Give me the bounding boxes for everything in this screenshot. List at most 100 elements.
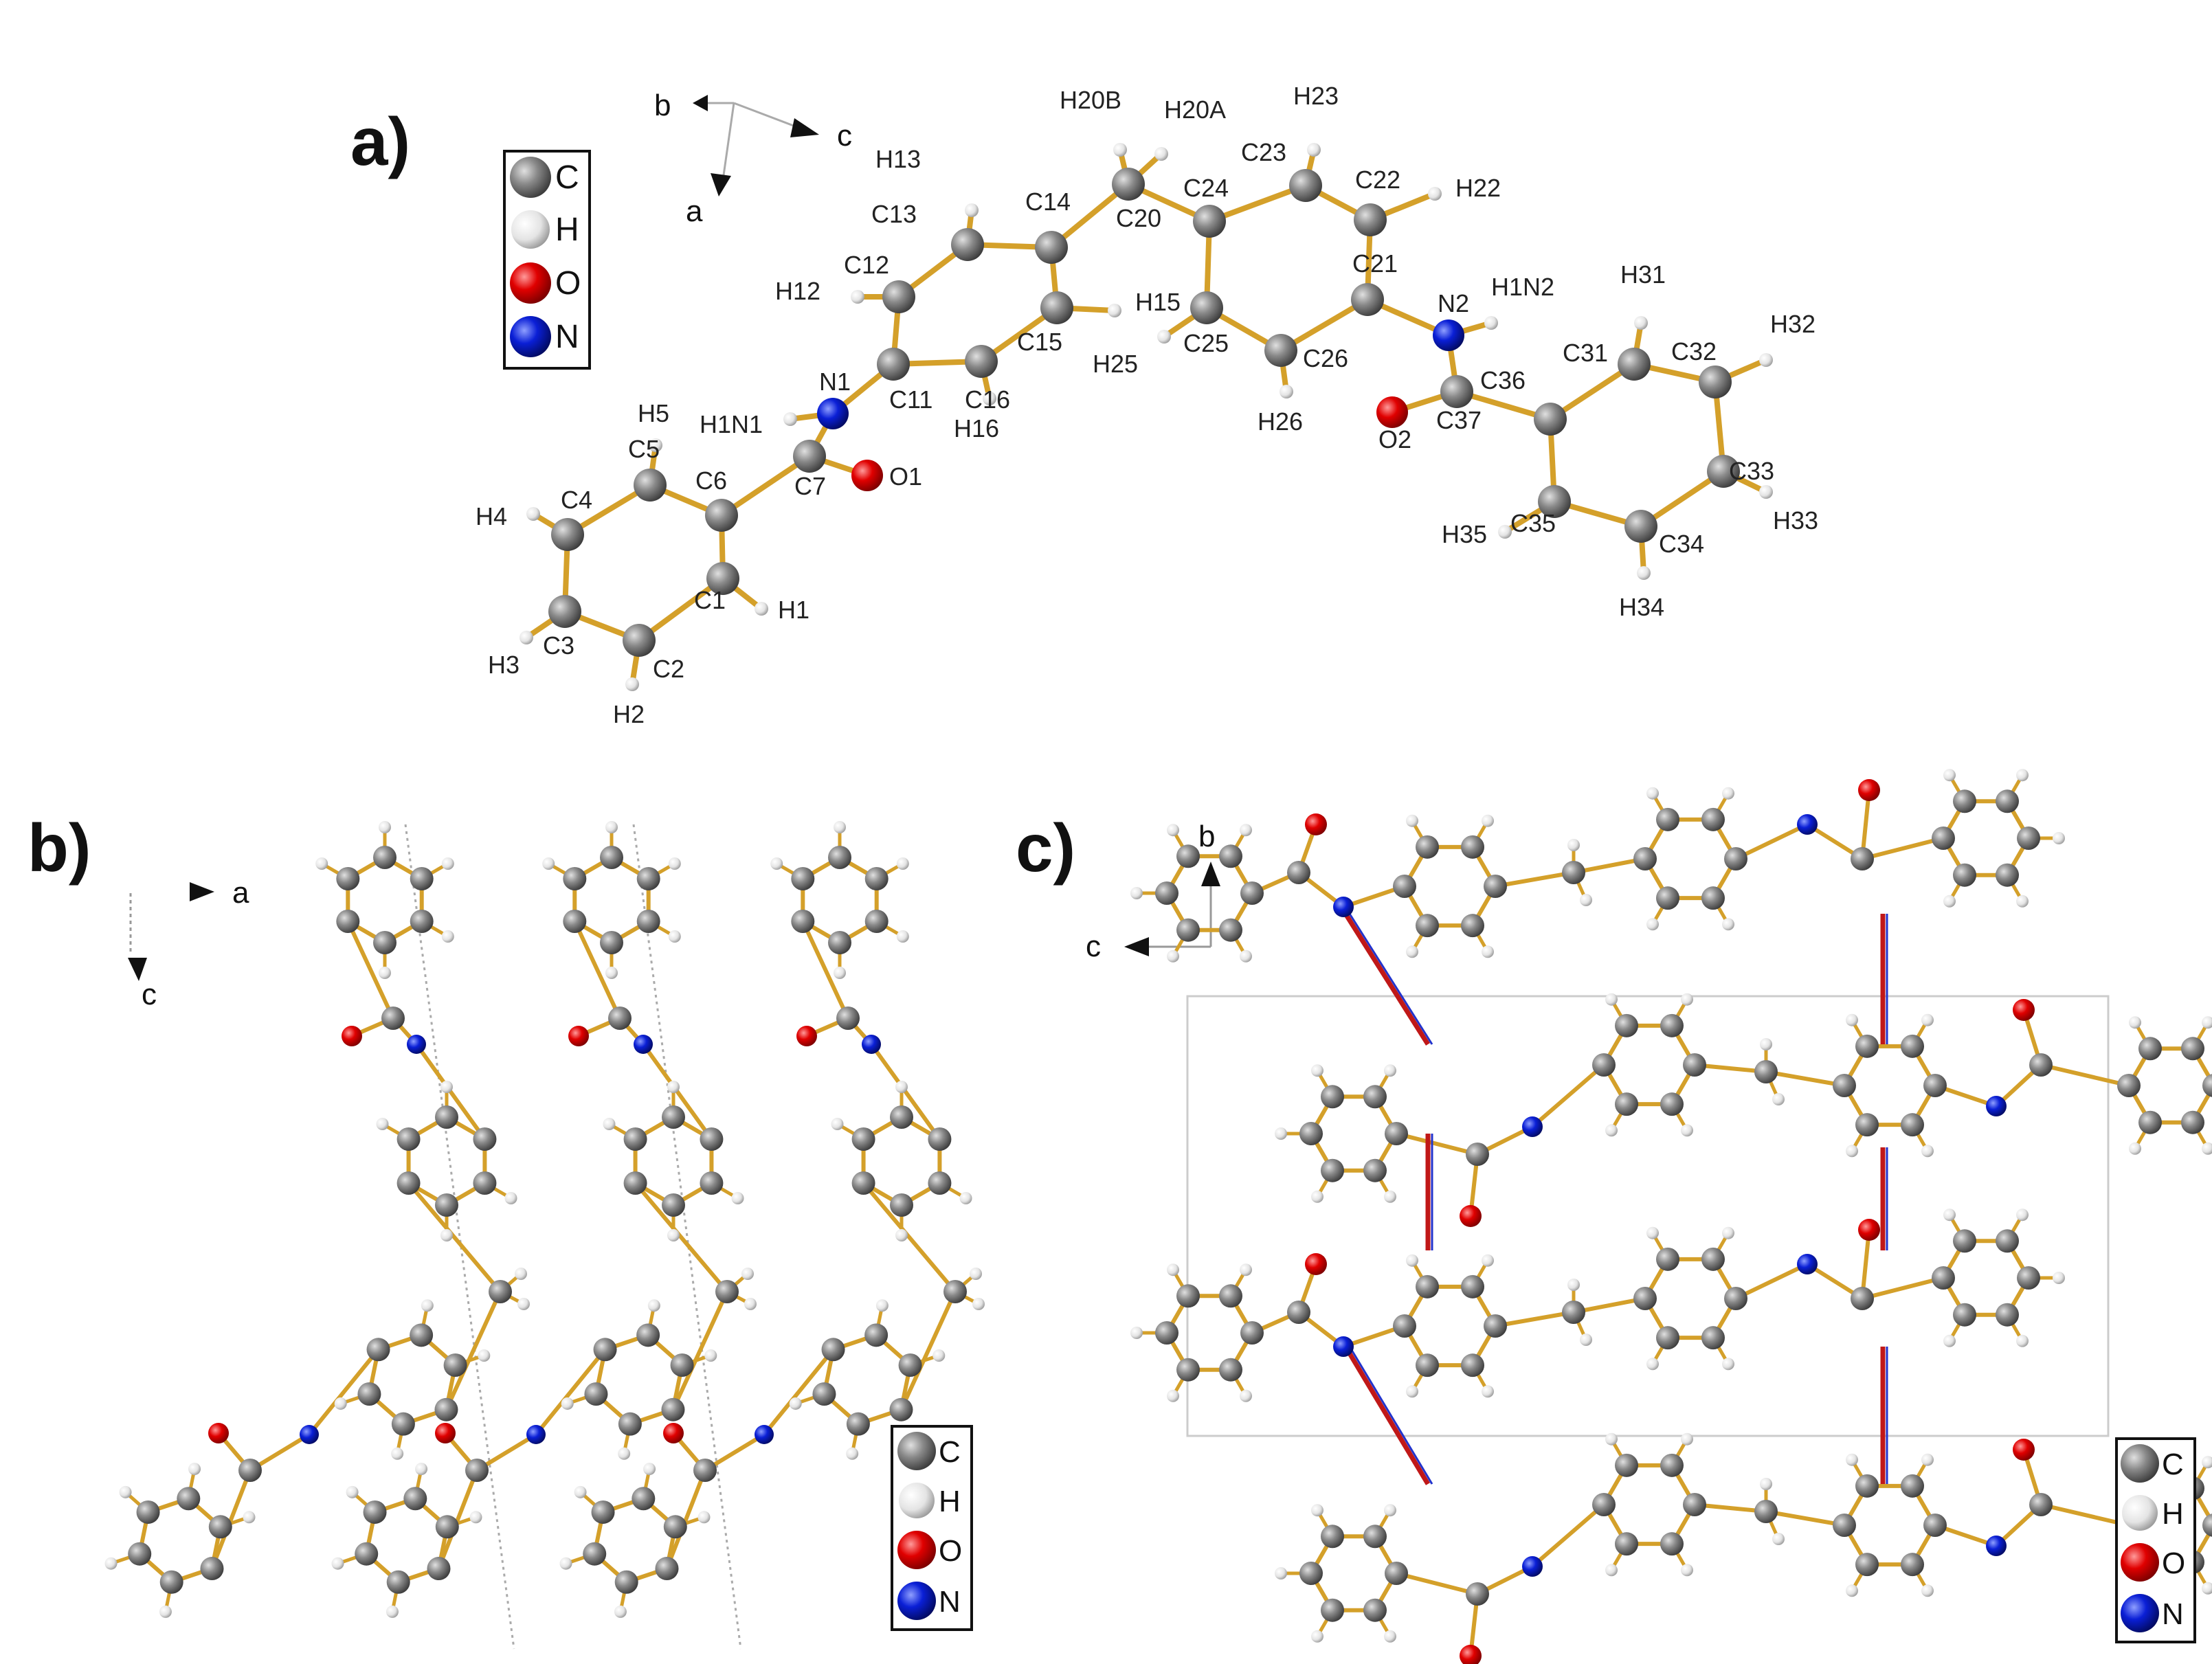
b-mol3-carbon-atom [791,910,815,933]
c-mol3-hydrogen-atom [1167,1389,1179,1402]
legend-b-nitrogen-label: N [939,1585,961,1619]
b-mol3-hydrogen-atom [970,1268,982,1280]
c-mol4-carbon-atom [1615,1453,1638,1477]
c-mol1-hydrogen-atom [1240,949,1252,963]
b-mol2-carbon-atom [608,1007,632,1030]
b-mol1-nitrogen-atom [407,1035,426,1054]
b-mol3-oxygen-atom [663,1423,684,1443]
c-mol1-hydrogen-atom [1567,839,1580,851]
c-mol3-carbon-atom [1484,1314,1507,1338]
b-mol1-hydrogen-atom [421,1299,434,1312]
c-mol2-hydrogen-atom [1921,1145,1934,1158]
axis-a-c-arrow [790,118,819,137]
b-mol2-carbon-atom [584,1382,608,1406]
c-mol4-hydrogen-atom [1921,1453,1934,1466]
atom-H1N2 [1484,316,1498,330]
axis-c-c-arrow [1124,937,1149,956]
b-mol2-hydrogen-atom [744,1298,757,1310]
unit-cell-c [1186,995,2110,1437]
c-mol2-hydrogen-atom [2202,1016,2212,1029]
b-mol3-carbon-atom [890,1105,913,1129]
b-mol3-carbon-atom [583,1542,607,1566]
axis-a-b-arrow [693,95,708,111]
c-mol2-carbon-atom [1466,1143,1489,1166]
c-mol4-hydrogen-atom [1384,1504,1396,1517]
legend-a-carbon-label: C [555,159,579,196]
axis-triad-b [128,882,214,981]
atom-label-H25: H25 [1093,350,1138,378]
b-mol1-hydrogen-atom [243,1511,256,1524]
c-mol1-oxygen-atom [1305,813,1327,835]
c-mol4-carbon-atom [1615,1532,1638,1556]
b-mol2-carbon-atom [355,1542,379,1566]
b-mol1-hydrogen-atom [159,1605,172,1618]
c-mol1-carbon-atom [1461,914,1484,938]
c-mol2-nitrogen-atom [1986,1096,2007,1116]
atom-C21 [1351,283,1384,316]
c-mol1-carbon-atom [1656,807,1679,831]
legend-c-oxygen-swatch [2121,1543,2159,1582]
c-mol3-hydrogen-atom [1482,1385,1494,1398]
c-mol1-hydrogen-atom [1722,787,1734,800]
b-mol1-hydrogen-atom [515,1268,527,1280]
c-mol4-hydrogen-atom [1681,1432,1693,1446]
atom-label-C21: C21 [1352,249,1398,278]
legend-c-hydrogen-label: H [2162,1497,2184,1531]
c-mol3-carbon-atom [1461,1353,1484,1378]
c-mol4-carbon-atom [1855,1474,1879,1498]
b-mol2-hydrogen-atom [605,967,618,979]
b-mol1-carbon-atom [357,1382,381,1406]
b-mol1-carbon-atom [443,1353,467,1378]
c-mol3-carbon-atom [1461,1274,1484,1298]
c-mol1-hydrogen-atom [1722,918,1734,931]
c-mol2-hydrogen-atom [2202,1142,2212,1155]
c-mol4-hydrogen-atom [1311,1504,1323,1517]
c-mol1-carbon-atom [1219,844,1242,868]
c-mol1-bond [1734,822,1809,861]
c-mol1-carbon-atom [1484,875,1507,898]
atom-H13 [965,203,979,217]
c-mol2-oxygen-atom [2013,999,2035,1021]
c-mol3-hydrogen-atom [1240,1389,1252,1402]
c-mol3-hydrogen-atom [1240,1263,1252,1277]
b-mol2-carbon-atom [563,867,587,890]
b-mol3-bond [762,1347,836,1437]
b-mol2-hydrogen-atom [618,1447,631,1460]
b-mol1-carbon-atom [435,1193,458,1217]
atom-H16 [983,392,996,405]
c-mol3-hydrogen-atom [1943,1208,1956,1222]
atom-C25 [1190,291,1223,324]
b-mol2-carbon-atom [465,1459,489,1482]
c-mol2-hydrogen-atom [1681,993,1693,1006]
c-mol3-carbon-atom [1287,1301,1310,1324]
c-mol4-carbon-atom [1363,1598,1387,1622]
c-mol2-hydrogen-atom [1384,1190,1396,1203]
b-mol2-nitrogen-atom [526,1425,546,1444]
b-mol1-hydrogen-atom [104,1557,118,1570]
atom-label-H20B: H20B [1060,86,1121,114]
b-mol2-carbon-atom [700,1171,724,1195]
atom-label-H35: H35 [1442,520,1487,548]
c-mol2-carbon-atom [2138,1110,2162,1134]
atom-H33 [1759,485,1773,499]
b-mol1-carbon-atom [136,1500,160,1524]
c-mol2-bond [1692,1063,1768,1074]
b-mol2-hydrogen-atom [542,857,555,870]
c-mol3-carbon-atom [1656,1326,1679,1350]
b-mol1-bond [444,1290,502,1412]
b-mol1-hydrogen-atom [517,1298,530,1310]
legend-b-carbon-swatch [897,1432,936,1470]
c-mol1-hydrogen-atom [1943,895,1956,908]
c-mol3-oxygen-atom [1858,1219,1880,1241]
b-mol3-hydrogen-atom [697,1511,711,1524]
atoms-layer [104,143,2212,1664]
b-mol2-hydrogen-atom [331,1557,344,1570]
c-mol3-carbon-atom [1416,1353,1439,1378]
atom-C1 [706,562,739,595]
c-mol1-nitrogen-atom [1797,814,1818,835]
c-mol2-bond [1394,1132,1479,1156]
c-mol4-hydrogen-atom [1846,1453,1858,1466]
c-mol3-carbon-atom [1851,1287,1874,1310]
bond-C14-C20 [1049,181,1131,250]
b-mol2-carbon-atom [593,1338,617,1362]
